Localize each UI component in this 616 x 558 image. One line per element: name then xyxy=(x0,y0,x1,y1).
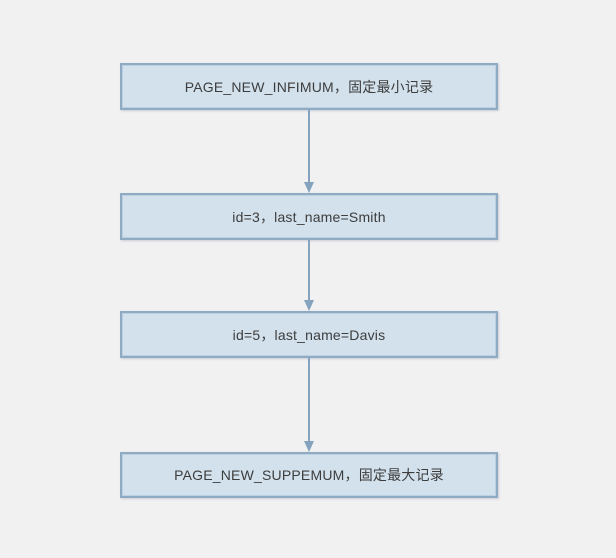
arrow-line xyxy=(308,358,310,441)
node-label: id=5，last_name=Davis xyxy=(232,326,386,343)
node-page-new-suppemum: PAGE_NEW_SUPPEMUM，固定最大记录 xyxy=(120,452,498,498)
node-record-id5-davis: id=5，last_name=Davis xyxy=(120,311,498,358)
arrow-line xyxy=(308,240,310,300)
arrowhead-down-icon xyxy=(304,300,314,311)
node-record-id3-smith: id=3，last_name=Smith xyxy=(120,193,498,240)
down-arrow-record2-to-supremum xyxy=(302,358,316,452)
arrowhead-down-icon xyxy=(304,182,314,193)
down-arrow-infimum-to-record1 xyxy=(302,110,316,193)
node-label: id=3，last_name=Smith xyxy=(232,208,386,225)
node-page-new-infimum: PAGE_NEW_INFIMUM，固定最小记录 xyxy=(120,63,498,110)
arrow-line xyxy=(308,110,310,182)
node-label: PAGE_NEW_INFIMUM，固定最小记录 xyxy=(184,78,434,95)
arrowhead-down-icon xyxy=(304,441,314,452)
down-arrow-record1-to-record2 xyxy=(302,240,316,311)
node-label: PAGE_NEW_SUPPEMUM，固定最大记录 xyxy=(174,467,444,483)
